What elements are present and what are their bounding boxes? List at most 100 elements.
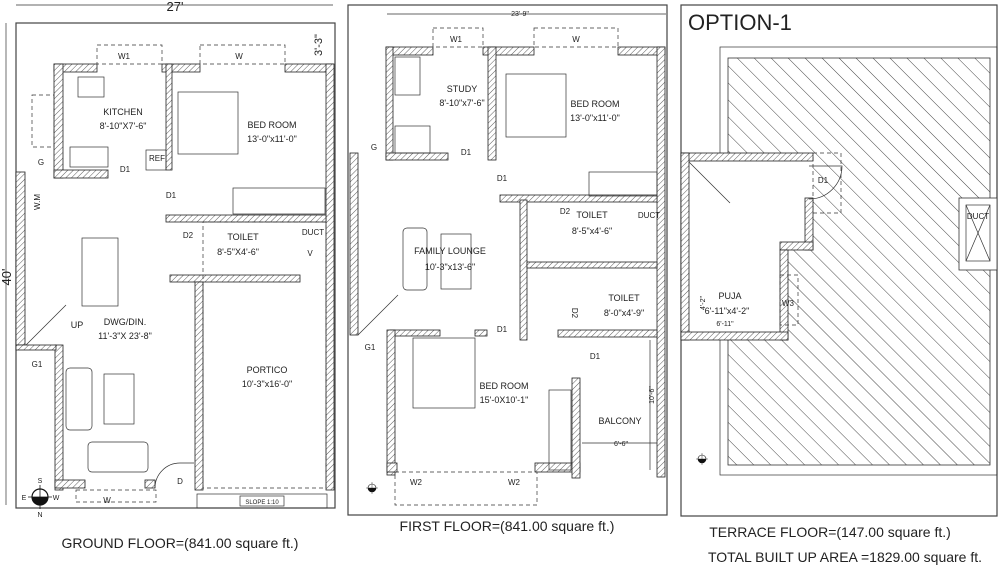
room-size-kitchen: 8'-10"X7'-6"	[100, 121, 147, 131]
svg-text:W: W	[53, 495, 60, 502]
room-size-portico: 10'-3"x16'-0"	[242, 379, 292, 389]
room-name-dining: DWG/DIN.	[104, 317, 147, 327]
wall	[557, 329, 658, 338]
door-landing-outline	[812, 152, 842, 214]
room-name-toilet: TOILET	[576, 210, 608, 220]
wall	[680, 152, 690, 341]
window-tag-w1: W1	[118, 52, 131, 61]
svg-text:S: S	[38, 478, 43, 485]
first-floor-plan: 23'-9" W1 W STUDY 8'-10"x7'-6" BED ROOM …	[347, 4, 668, 534]
balcony-depth-label: 10'-6"	[649, 386, 656, 404]
north-arrow-icon	[365, 481, 379, 495]
stove-icon	[77, 76, 105, 98]
north-arrow-icon: S E W N	[22, 478, 60, 519]
window-tag-w: W	[235, 52, 243, 61]
ground-floor-plan: 27' 40' 3'-3" W1 W KITCHEN 8'-10"X7'-6" …	[0, 0, 336, 551]
duct-icon	[965, 204, 991, 262]
wall	[779, 241, 814, 251]
room-size-dining: 11'-3"X 23'-8"	[98, 331, 152, 341]
wall	[144, 479, 156, 489]
room-size-bedroom: 13'-0"x11'-0"	[247, 134, 297, 144]
balcony-width-label: 6'-6"	[614, 441, 628, 448]
terrace-floor-caption: TERRACE FLOOR=(147.00 square ft.)	[709, 524, 951, 540]
wall	[386, 462, 398, 473]
utility-outline	[31, 94, 55, 148]
window-tag-w2: W2	[508, 478, 521, 487]
coffee-table-icon	[103, 373, 135, 425]
wall	[325, 63, 335, 491]
window-w	[533, 27, 619, 48]
puja-depth-label: 4'-2"	[700, 296, 707, 310]
washing-machine-tag: W.M	[33, 194, 42, 210]
wall	[680, 331, 789, 341]
duct-tag: DUCT	[302, 228, 324, 237]
svg-text:E: E	[22, 495, 27, 502]
staircase-icon	[688, 161, 731, 204]
window-w1	[432, 27, 484, 48]
wardrobe-icon	[232, 187, 326, 215]
window-tag-w1: W1	[450, 35, 463, 44]
wall	[519, 199, 528, 341]
ground-floor-caption: GROUND FLOOR=(841.00 square ft.)	[62, 535, 299, 551]
door-tag-d1: D1	[497, 325, 508, 334]
wall	[487, 46, 497, 161]
refrigerator-icon	[145, 149, 167, 171]
wall	[385, 152, 449, 161]
wall	[571, 377, 581, 479]
ground-floor-walls	[15, 63, 335, 491]
table-icon	[440, 233, 472, 290]
room-size-study: 8'-10"x7'-6"	[439, 98, 484, 108]
overall-width-label: 23'-9"	[511, 11, 529, 18]
wardrobe-icon	[588, 171, 658, 197]
bed-icon	[505, 73, 567, 138]
wall	[54, 479, 86, 489]
first-floor-frame	[347, 4, 668, 516]
bed-icon	[177, 91, 239, 155]
window-w2-outline	[394, 471, 538, 506]
wall	[165, 63, 173, 171]
portico-outline	[202, 221, 327, 489]
main-door-swing	[154, 462, 194, 489]
window-tag-g1: G1	[365, 343, 376, 352]
door-tag-d1: D1	[497, 174, 508, 183]
wall	[54, 344, 64, 491]
first-floor-caption: FIRST FLOOR=(841.00 square ft.)	[400, 518, 615, 534]
window-tag-w2: W2	[410, 478, 423, 487]
wall	[680, 152, 814, 162]
window-w3-outline	[779, 274, 799, 326]
wall	[656, 46, 666, 478]
puja-width-label: 6'-11"	[716, 321, 734, 328]
wall	[15, 344, 57, 351]
portico-slope	[196, 493, 328, 509]
wall	[161, 63, 201, 73]
door-tag-d1: D1	[818, 176, 829, 185]
window-tag-w3: W3	[782, 299, 795, 308]
wall	[389, 329, 441, 337]
first-floor-walls	[349, 46, 666, 479]
room-size-toilet: 8'-5"x4'-6"	[572, 226, 612, 236]
wall	[385, 46, 394, 161]
door-swing	[808, 165, 843, 200]
sink-icon	[69, 146, 109, 168]
door-tag-d1: D1	[590, 352, 601, 361]
study-desk-icon	[394, 56, 421, 96]
room-name-toilet: TOILET	[227, 232, 259, 242]
door-tag-d2: D2	[560, 207, 571, 216]
room-size-puja: 6'-11"x4'-2"	[705, 306, 750, 316]
bed-icon	[412, 337, 476, 409]
study-desk-icon	[394, 125, 431, 154]
door-tag-d1: D1	[461, 148, 472, 157]
room-size-toilet: 8'-5"X4'-6"	[217, 247, 259, 257]
north-arrow-icon	[695, 452, 709, 466]
duct-box	[958, 197, 998, 271]
overall-depth-label: 40'	[0, 269, 14, 286]
sofa-icon	[87, 441, 149, 473]
door-tag-d2: D2	[183, 231, 194, 240]
staircase-icon	[25, 304, 67, 346]
window-tag-w: W	[572, 35, 580, 44]
wall	[386, 329, 396, 476]
window-tag-w-bottom: W	[103, 496, 111, 505]
dining-table-icon	[81, 237, 119, 307]
option-title: OPTION-1	[688, 10, 792, 35]
